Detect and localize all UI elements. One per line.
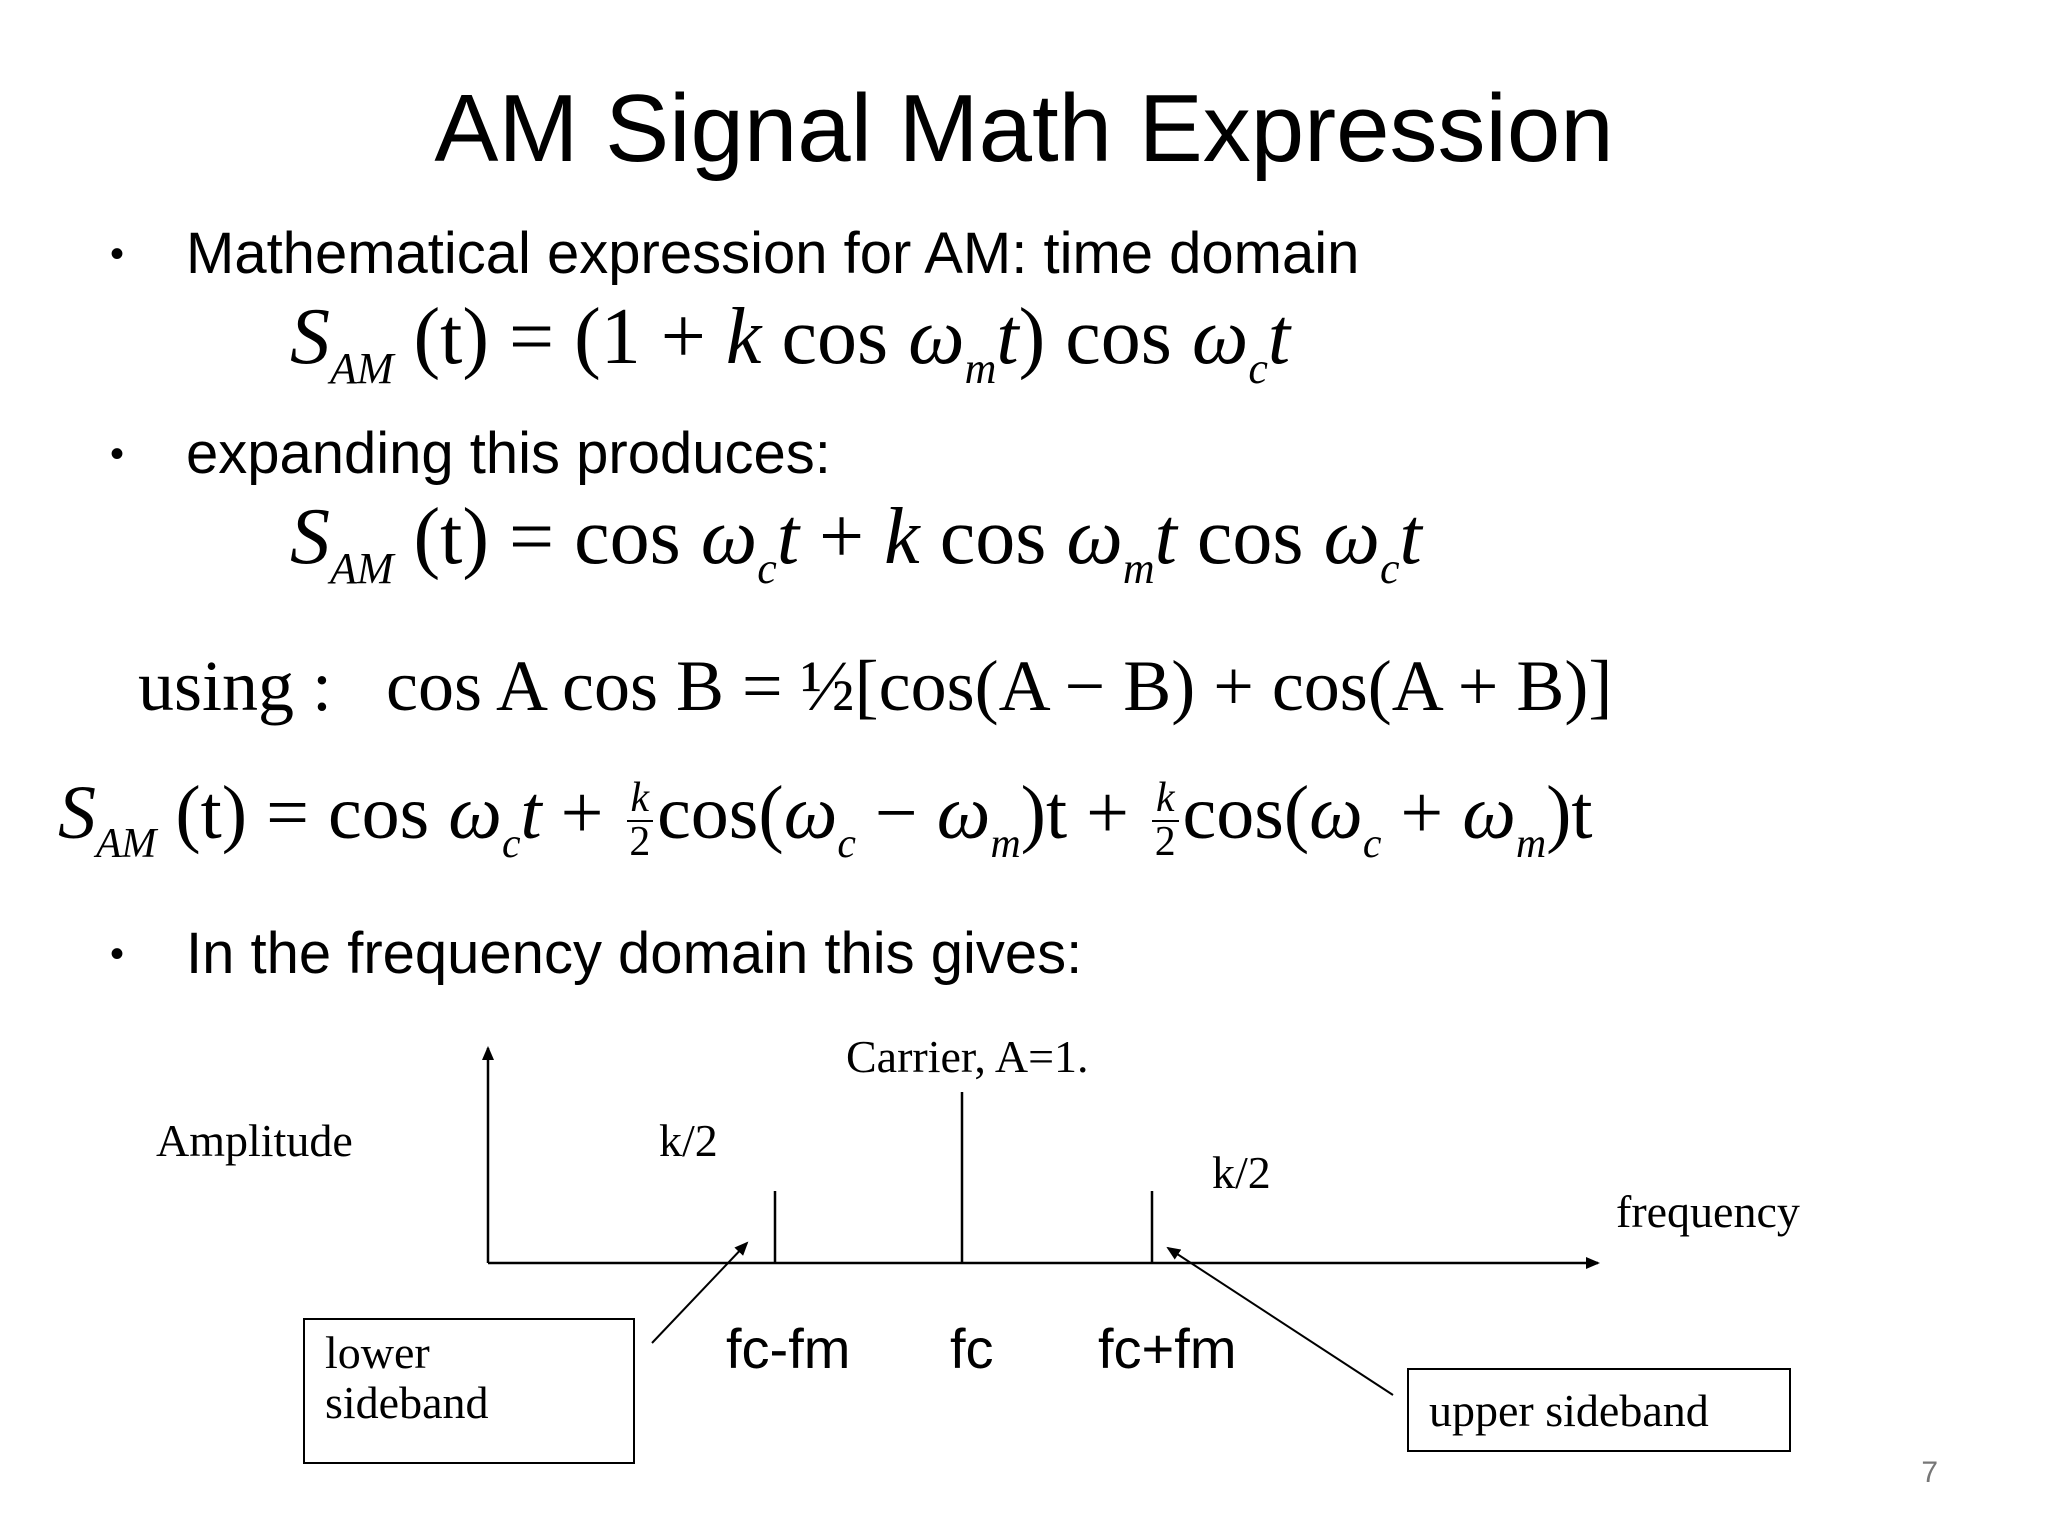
eq-symbol: t	[776, 493, 800, 581]
freq-label-fc: fc	[950, 1317, 994, 1380]
eq-symbol: t	[1154, 493, 1177, 581]
bullet-dot: •	[110, 932, 125, 976]
upper-sideband-box: upper sideband	[1407, 1368, 1791, 1452]
eq-part: cos	[761, 293, 909, 381]
omega-symbol: ω	[448, 771, 502, 855]
eq-subscript: m	[1122, 543, 1155, 593]
page-number: 7	[1921, 1456, 1938, 1489]
eq-subscript: m	[1515, 820, 1547, 867]
lower-sideband-pointer-arrow	[651, 1241, 749, 1344]
eq-symbol: t	[1267, 293, 1291, 381]
eq-symbol: t	[520, 771, 542, 855]
bullet-text-2: expanding this produces:	[186, 421, 831, 486]
eq-part: (t) =	[413, 493, 555, 581]
omega-symbol: ω	[936, 771, 991, 855]
fraction-denominator: 2	[629, 818, 651, 865]
eq-subscript: m	[990, 820, 1021, 867]
eq-symbol: t	[996, 293, 1019, 381]
bullet-text-3: In the frequency domain this gives:	[186, 921, 1083, 986]
eq-part: −	[855, 771, 937, 855]
eq-symbol: k	[725, 293, 762, 381]
eq-subscript: c	[501, 820, 521, 867]
equation-am-expanded: SAM (t) = cos ωct + k cos ωmt cos ωct	[290, 492, 1422, 594]
eq-part: (t) = cos	[175, 771, 449, 855]
eq-part: +	[1381, 771, 1463, 855]
frequency-spectrum-diagram	[482, 1046, 1600, 1396]
upper-sideband-pointer-arrow	[1166, 1246, 1394, 1396]
eq-symbol: S	[58, 771, 96, 855]
eq-part: )t	[1546, 771, 1593, 855]
y-axis-label: Amplitude	[156, 1115, 353, 1166]
fraction-numerator: k	[1151, 777, 1179, 822]
lower-sideband-text-line1: lower	[325, 1327, 430, 1378]
omega-symbol: ω	[908, 293, 965, 381]
eq-symbol: k	[884, 493, 920, 581]
omega-symbol: ω	[700, 493, 758, 581]
eq-symbol: t	[1399, 493, 1422, 581]
eq-part: cos(	[1182, 771, 1310, 855]
fraction-numerator: k	[626, 777, 654, 822]
eq-subscript: c	[757, 543, 777, 593]
eq-part: (t) =	[413, 293, 555, 381]
slide-title: AM Signal Math Expression	[434, 75, 1614, 182]
x-axis-label: frequency	[1616, 1186, 1800, 1237]
eq-subscript: c	[837, 820, 856, 867]
omega-symbol: ω	[1066, 493, 1123, 581]
eq-part: cos	[574, 493, 701, 581]
eq-subscript: AM	[330, 343, 394, 393]
lower-amplitude-label: k/2	[659, 1115, 718, 1166]
freq-label-fc-plus-fm: fc+fm	[1098, 1317, 1237, 1380]
eq-subscript: c	[1379, 543, 1400, 593]
lower-sideband-text-line2: sideband	[325, 1377, 489, 1428]
eq-subscript: m	[964, 343, 997, 393]
equation-am-time-domain: SAM (t) = (1 + k cos ωmt) cos ωct	[290, 292, 1290, 394]
eq-subscript: AM	[96, 820, 157, 867]
eq-subscript: AM	[330, 543, 394, 593]
eq-part: +	[541, 771, 623, 855]
omega-symbol: ω	[1323, 493, 1380, 581]
fraction-denominator: 2	[1154, 818, 1176, 865]
upper-amplitude-label: k/2	[1212, 1147, 1271, 1198]
omega-symbol: ω	[1191, 293, 1249, 381]
eq-subscript: c	[1362, 820, 1382, 867]
identity-formula: cos A cos B = ½[cos(A − B) + cos(A + B)]	[386, 646, 1613, 726]
eq-subscript: c	[1248, 343, 1268, 393]
eq-symbol: S	[290, 293, 330, 381]
eq-part: +	[799, 493, 885, 581]
eq-part: cos(	[657, 771, 784, 855]
lower-sideband-box: lower sideband	[303, 1318, 635, 1464]
carrier-label: Carrier, A=1.	[846, 1031, 1089, 1082]
equation-trig-identity: using : cos A cos B = ½[cos(A − B) + cos…	[138, 645, 1612, 728]
omega-symbol: ω	[1309, 771, 1363, 855]
eq-part: ) cos	[1018, 293, 1192, 381]
using-label: using :	[138, 646, 333, 726]
omega-symbol: ω	[1462, 771, 1516, 855]
upper-sideband-text: upper sideband	[1429, 1385, 1709, 1436]
eq-part: +	[1067, 771, 1148, 855]
eq-part: cos	[919, 493, 1067, 581]
bullet-text-1: Mathematical expression for AM: time dom…	[186, 221, 1360, 286]
eq-part: (1 +	[574, 293, 726, 381]
freq-label-fc-minus-fm: fc-fm	[726, 1317, 851, 1380]
eq-symbol: S	[290, 493, 330, 581]
bullet-dot: •	[110, 432, 125, 476]
eq-part: )t	[1020, 771, 1068, 855]
eq-part: cos	[1176, 493, 1324, 581]
bullet-dot: •	[110, 232, 125, 276]
omega-symbol: ω	[783, 771, 838, 855]
